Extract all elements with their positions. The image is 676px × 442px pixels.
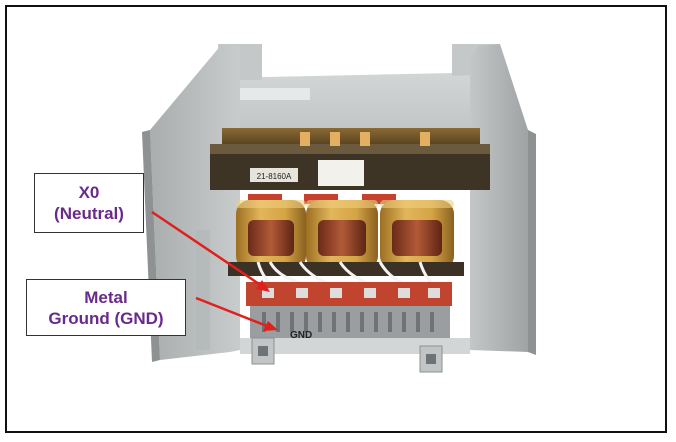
label-x0-line2: (Neutral) [54,204,124,223]
core-clamp-top [222,128,480,144]
coil-right [380,200,454,270]
base-foot-left-hole [258,346,268,356]
enclosure-base [240,338,470,354]
coil-left [236,200,306,270]
terminal-bar [246,282,452,306]
core-spacer-4 [420,132,430,146]
left-wall-flange [196,230,210,350]
core-spacer-1 [300,132,310,146]
label-metal-ground: Metal Ground (GND) [26,279,186,336]
label-gnd-line2: Ground (GND) [48,308,164,328]
label-gnd-line1: Metal [84,287,128,307]
terminal-lugs [262,288,440,298]
enclosure-right-edge [528,130,536,355]
core-nameplate [318,160,364,186]
coil-middle [306,200,378,270]
core-tag [250,168,298,182]
label-x0-line1: X0 [78,183,100,202]
core-spacer-2 [330,132,340,146]
coil-spacer-red-3 [362,194,396,204]
label-x0-neutral: X0 (Neutral) [34,173,144,233]
core-yoke-highlight [210,144,490,154]
enclosure-right-wall [470,44,528,352]
coil-spacer-red-1 [248,194,282,204]
gnd-marking: GND [290,330,312,341]
enclosure-label-plate [240,88,310,100]
core-spacer-3 [360,132,370,146]
core-tag-text: 21-8160A [257,172,292,181]
coil-spacer-red-2 [304,194,338,204]
base-foot-right-hole [426,354,436,364]
